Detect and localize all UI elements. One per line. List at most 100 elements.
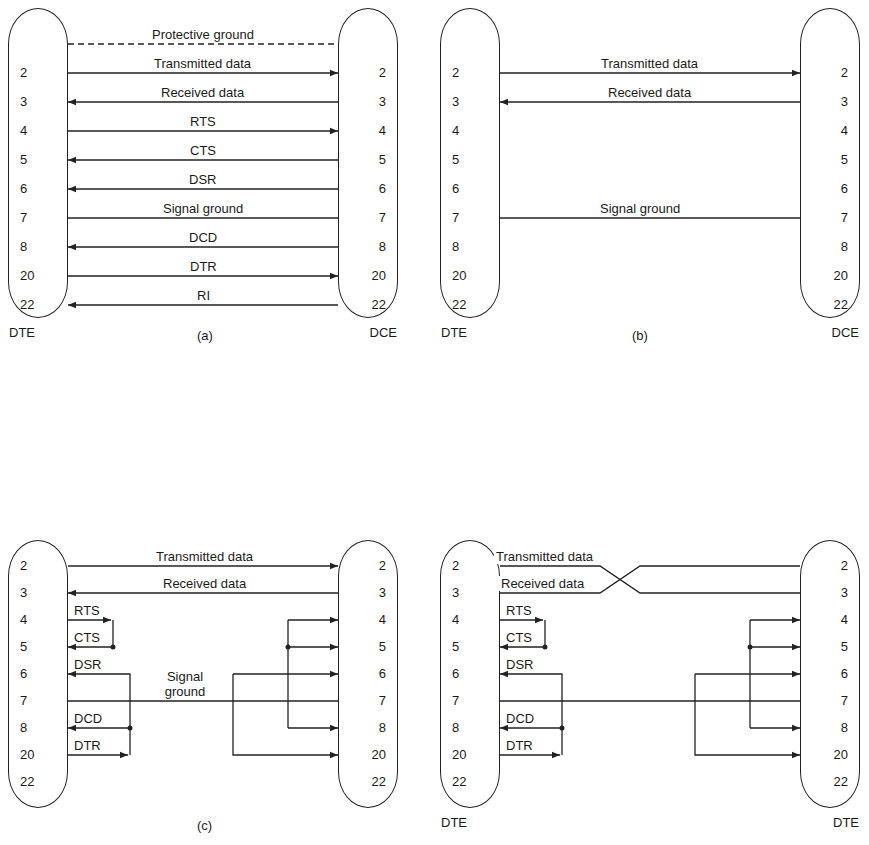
signal-name: DSR bbox=[506, 657, 533, 672]
pin-number: 5 bbox=[20, 152, 27, 167]
pin-number: 7 bbox=[20, 693, 27, 708]
signal-name: Received data bbox=[606, 85, 693, 100]
pin-number: 7 bbox=[452, 210, 459, 225]
connector-body: 23456782022DCE bbox=[800, 8, 860, 318]
signal-name: CTS bbox=[188, 143, 218, 158]
signal-name: DSR bbox=[187, 172, 218, 187]
pin-number: 2 bbox=[841, 558, 848, 573]
pin-number: 6 bbox=[452, 666, 459, 681]
pin-number: 3 bbox=[20, 94, 27, 109]
pin-number: 4 bbox=[379, 612, 386, 627]
pin-number: 22 bbox=[372, 774, 386, 789]
signal-name: RTS bbox=[506, 603, 532, 618]
signal-name: RTS bbox=[74, 603, 100, 618]
signal-line bbox=[68, 188, 338, 189]
pin-number: 7 bbox=[841, 693, 848, 708]
pin-number: 4 bbox=[20, 123, 27, 138]
pin-number: 3 bbox=[452, 585, 459, 600]
signal-lines bbox=[68, 44, 800, 701]
pin-number: 22 bbox=[452, 297, 466, 312]
device-name: DTE bbox=[833, 815, 859, 830]
pin-number: 8 bbox=[841, 720, 848, 735]
pin-number: 5 bbox=[452, 152, 459, 167]
pin-number: 7 bbox=[452, 693, 459, 708]
device-name: DCE bbox=[832, 325, 859, 340]
signal-line bbox=[68, 130, 338, 131]
signal-name: DSR bbox=[74, 657, 101, 672]
pin-number: 20 bbox=[372, 747, 386, 762]
pin-number: 22 bbox=[20, 774, 34, 789]
device-name: DTE bbox=[441, 325, 467, 340]
signal-name: Signal ground bbox=[161, 201, 245, 216]
pin-number: 6 bbox=[841, 666, 848, 681]
pin-number: 3 bbox=[379, 585, 386, 600]
connector-body: 23456782022DTE bbox=[440, 8, 500, 318]
pin-number: 5 bbox=[20, 639, 27, 654]
pin-number: 20 bbox=[452, 747, 466, 762]
signal-line bbox=[68, 43, 338, 44]
signal-line bbox=[500, 217, 800, 218]
pin-number: 20 bbox=[372, 268, 386, 283]
pin-number: 2 bbox=[452, 65, 459, 80]
pin-number: 5 bbox=[841, 152, 848, 167]
pin-number: 8 bbox=[452, 239, 459, 254]
signal-name: RTS bbox=[188, 114, 218, 129]
signal-line bbox=[68, 304, 338, 305]
signal-name: DCD bbox=[74, 711, 102, 726]
pin-number: 5 bbox=[379, 152, 386, 167]
pin-number: 20 bbox=[834, 747, 848, 762]
pin-number: 22 bbox=[372, 297, 386, 312]
pin-number: 8 bbox=[452, 720, 459, 735]
pin-number: 2 bbox=[20, 65, 27, 80]
pin-number: 3 bbox=[20, 585, 27, 600]
pin-number: 6 bbox=[20, 666, 27, 681]
device-name: DTE bbox=[9, 325, 35, 340]
signal-name: Transmitted data bbox=[154, 549, 255, 564]
signal-line bbox=[68, 246, 338, 247]
pin-number: 6 bbox=[379, 181, 386, 196]
pin-number: 4 bbox=[841, 123, 848, 138]
signal-name: Transmitted data bbox=[494, 549, 595, 564]
signal-name: Received data bbox=[499, 576, 586, 591]
signal-name: Transmitted data bbox=[599, 56, 700, 71]
signal-name: CTS bbox=[506, 630, 532, 645]
pin-number: 8 bbox=[379, 720, 386, 735]
signal-line bbox=[500, 101, 800, 102]
figure-tag: (b) bbox=[632, 328, 648, 343]
signal-name: RI bbox=[195, 288, 212, 303]
signal-name: Signal ground bbox=[598, 201, 682, 216]
connector-body: 23456782022DCE bbox=[338, 8, 398, 318]
figure-tag: (a) bbox=[197, 328, 213, 343]
signal-line bbox=[500, 566, 800, 593]
pin-number: 22 bbox=[452, 774, 466, 789]
signal-line bbox=[68, 275, 338, 276]
signal-name: CTS bbox=[74, 630, 100, 645]
signal-line bbox=[68, 592, 338, 593]
signal-name: Received data bbox=[159, 85, 246, 100]
signal-line bbox=[500, 566, 800, 593]
pin-number: 6 bbox=[452, 181, 459, 196]
pin-number: 2 bbox=[379, 558, 386, 573]
pin-number: 8 bbox=[841, 239, 848, 254]
pin-number: 6 bbox=[841, 181, 848, 196]
figure-tag: (c) bbox=[197, 818, 212, 833]
pin-number: 4 bbox=[452, 612, 459, 627]
pin-number: 2 bbox=[841, 65, 848, 80]
pin-number: 20 bbox=[452, 268, 466, 283]
pin-number: 4 bbox=[841, 612, 848, 627]
signal-line bbox=[500, 72, 800, 73]
connector-body: 23456782022 bbox=[338, 540, 398, 808]
signal-line bbox=[500, 700, 800, 701]
signal-name: DTR bbox=[188, 259, 219, 274]
pin-number: 3 bbox=[452, 94, 459, 109]
signal-line bbox=[68, 159, 338, 160]
pin-number: 4 bbox=[20, 612, 27, 627]
pin-number: 4 bbox=[452, 123, 459, 138]
signal-line bbox=[68, 217, 338, 218]
signal-line bbox=[68, 72, 338, 73]
signal-name: DTR bbox=[506, 738, 533, 753]
pin-number: 2 bbox=[20, 558, 27, 573]
connector-body: 23456782022DTE bbox=[440, 540, 500, 808]
pin-number: 6 bbox=[20, 181, 27, 196]
